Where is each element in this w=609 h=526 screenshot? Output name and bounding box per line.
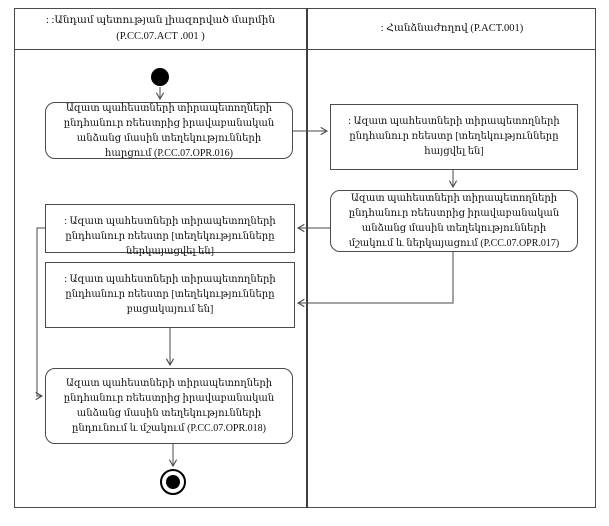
- lane-header-separator: [14, 49, 596, 50]
- object-node-label: : Ազատ պահեստների տիրապետողների ընդհանու…: [348, 116, 560, 157]
- object-node-registry-absent: : Ազատ պահեստների տիրապետողների ընդհանու…: [45, 262, 295, 328]
- object-node-registry-requested: : Ազատ պահեստների տիրապետողների ընդհանու…: [330, 104, 578, 170]
- lane-subtitle: (P.CC.07.ACT .001 ): [116, 30, 205, 42]
- lane-divider: [306, 8, 308, 508]
- activity-node-opr017: Ազատ պահեստների տիրապետողների ընդհանուր …: [330, 190, 578, 252]
- object-node-registry-presented: : Ազատ պահեստների տիրապետողների ընդհանու…: [45, 204, 295, 257]
- activity-node-opr016: Ազատ պահեստների տիրապետողների ընդհանուր …: [45, 102, 293, 159]
- lane-header-commission: : Հանձնաժողով (P.ACT.001): [308, 8, 596, 49]
- lane-header-member-state-authority: : :Անդամ պետության լիազորված մարմին (P.C…: [14, 8, 307, 49]
- diagram-frame: [14, 8, 596, 508]
- activity-node-label: Ազատ պահեստների տիրապետողների ընդհանուր …: [63, 102, 275, 159]
- activity-node-label: Ազատ պահեստների տիրապետողների ընդհանուր …: [348, 193, 560, 249]
- lane-title: : :Անդամ պետության լիազորված մարմին: [45, 15, 276, 27]
- initial-node-icon: [151, 68, 169, 86]
- lane-title: : Հանձնաժողով (P.ACT.001): [380, 22, 524, 34]
- object-node-label: : Ազատ պահեստների տիրապետողների ընդհանու…: [64, 216, 276, 257]
- activity-node-label: Ազատ պահեստների տիրապետողների ընդհանուր …: [63, 378, 275, 434]
- final-node-dot: [166, 475, 180, 489]
- object-node-label: : Ազատ պահեստների տիրապետողների ընդհանու…: [64, 274, 276, 315]
- activity-node-opr018: Ազատ պահեստների տիրապետողների ընդհանուր …: [45, 368, 293, 444]
- final-node-icon: [160, 469, 186, 495]
